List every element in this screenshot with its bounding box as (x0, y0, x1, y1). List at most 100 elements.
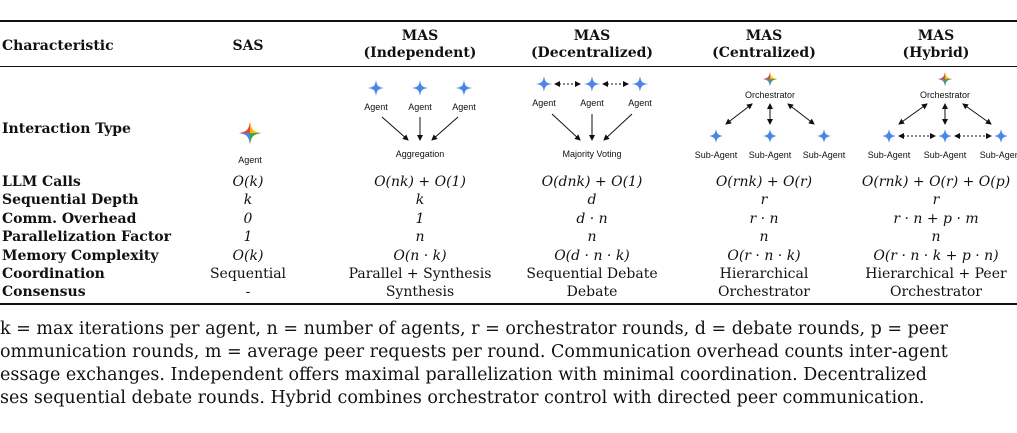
diagram-decentralized: Agent Agent Agent Majority Voting (532, 76, 652, 159)
table-cell: k (415, 192, 425, 209)
table-cell: d (587, 192, 597, 209)
header-independent-line2: (Independent) (363, 45, 477, 61)
row-label: Coordination (2, 266, 105, 282)
table-cell: n (759, 229, 769, 246)
top-rule (0, 20, 1017, 22)
agent-label: Agent (452, 102, 476, 112)
header-hybrid-line1: MAS (917, 28, 955, 44)
header-decentralized-line1: MAS (573, 28, 611, 44)
caption-line: essage exchanges. Independent offers max… (0, 365, 927, 385)
agent-star-icon (456, 80, 472, 96)
sub-agent-star-icon (994, 129, 1008, 143)
table-cell: r · n + p · m (893, 210, 979, 227)
interaction-type-label: Interaction Type (2, 121, 131, 137)
header-independent: MAS (Independent) (350, 28, 490, 62)
diagram-independent: Agent Agent Agent Aggregation (364, 80, 476, 159)
table-cell: Orchestrator (718, 284, 810, 301)
table-cell: r · n (749, 210, 779, 227)
diagram-sas: Agent (238, 122, 262, 165)
table-cell: k (243, 192, 253, 209)
sas-agent-label: Agent (238, 155, 262, 165)
agent-label: Agent (580, 98, 604, 108)
table-cell: 1 (243, 229, 253, 246)
diagram-centralized: Orchestrator Sub-Agent Sub-Agent Sub-Age… (695, 72, 846, 160)
sub-agent-label: Sub-Agent (749, 150, 792, 160)
agent-star-icon (632, 76, 648, 92)
orchestrator-star-icon (938, 72, 952, 86)
majority-voting-label: Majority Voting (562, 149, 621, 159)
table-cell: Orchestrator (890, 284, 982, 301)
header-hybrid: MAS (Hybrid) (866, 28, 1006, 62)
header-rule (0, 66, 1017, 67)
agent-star-icon (584, 76, 600, 92)
header-centralized-line2: (Centralized) (712, 45, 816, 61)
agent-label: Agent (364, 102, 388, 112)
header-independent-line1: MAS (401, 28, 439, 44)
table-cell: O(k) (232, 174, 264, 190)
table-cell: O(n · k) (393, 247, 447, 264)
table-cell: O(d · n · k) (554, 247, 630, 264)
sub-agent-label: Sub-Agent (868, 150, 911, 160)
row-label: Parallelization Factor (2, 229, 171, 246)
row-label: Memory Complexity (2, 247, 159, 264)
table-cell: Debate (566, 284, 618, 301)
agent-star-icon (368, 80, 384, 96)
agent-label: Agent (628, 98, 652, 108)
header-centralized-line1: MAS (745, 28, 783, 44)
table-cell: - (245, 284, 251, 301)
table-cell: Sequential (209, 266, 287, 282)
sub-agent-star-icon (709, 129, 723, 143)
sub-agent-label: Sub-Agent (695, 150, 738, 160)
header-centralized: MAS (Centralized) (694, 28, 834, 62)
sub-agent-label: Sub-Agent (980, 150, 1017, 160)
agent-star-icon (536, 76, 552, 92)
table-cell: n (931, 229, 941, 246)
table-cell: Hierarchical + Peer (865, 266, 1007, 282)
sub-agent-label: Sub-Agent (924, 150, 967, 160)
row-label: Comm. Overhead (2, 210, 137, 227)
table-cell: Synthesis (385, 284, 455, 301)
table-cell: O(rnk) + O(r) + O(p) (861, 174, 1011, 190)
header-sas: SAS (232, 38, 264, 54)
agent-star-icon (239, 122, 261, 144)
diagram-hybrid: Orchestrator Sub-Agent Sub-Agent Sub-Age… (868, 72, 1017, 160)
table-cell: r (760, 192, 768, 209)
agent-label: Agent (408, 102, 432, 112)
table-cell: Parallel + Synthesis (348, 266, 492, 282)
row-label: Sequential Depth (2, 192, 139, 209)
table-cell: O(r · n · k + p · n) (873, 247, 999, 264)
table-cell: n (587, 229, 597, 246)
bottom-rule (0, 303, 1017, 305)
row-label: Consensus (2, 284, 86, 301)
header-characteristic: Characteristic (2, 38, 114, 54)
caption-line: ses sequential debate rounds. Hybrid com… (0, 388, 925, 408)
table-cell: d · n (576, 210, 608, 227)
header-hybrid-line2: (Hybrid) (902, 45, 970, 61)
agent-label: Agent (532, 98, 556, 108)
sub-agent-label: Sub-Agent (803, 150, 846, 160)
table-cell: r (932, 192, 940, 209)
aggregation-label: Aggregation (396, 149, 445, 159)
table-cell: 0 (243, 210, 253, 227)
sub-agent-star-icon (882, 129, 896, 143)
header-decentralized-line2: (Decentralized) (530, 45, 654, 61)
table-cell: n (415, 229, 425, 246)
header-decentralized: MAS (Decentralized) (522, 28, 662, 62)
table-cell: O(r · n · k) (727, 247, 801, 264)
table-cell: O(dnk) + O(1) (541, 174, 643, 190)
caption-line: k = max iterations per agent, n = number… (0, 319, 948, 339)
sub-agent-star-icon (763, 129, 777, 143)
table-caption: k = max iterations per agent, n = number… (0, 318, 1017, 410)
table-cell: O(nk) + O(1) (374, 174, 466, 190)
table-cell: O(rnk) + O(r) (715, 174, 813, 190)
table-cell: Hierarchical (719, 266, 809, 282)
caption-line: ommunication rounds, m = average peer re… (0, 342, 948, 362)
table-cell: O(k) (232, 247, 264, 264)
sub-agent-star-icon (938, 129, 952, 143)
sub-agent-star-icon (817, 129, 831, 143)
orchestrator-label: Orchestrator (745, 90, 795, 100)
row-label: LLM Calls (2, 174, 81, 190)
table-cell: Sequential Debate (526, 266, 658, 282)
table-cell: 1 (415, 210, 425, 227)
orchestrator-star-icon (763, 72, 777, 86)
